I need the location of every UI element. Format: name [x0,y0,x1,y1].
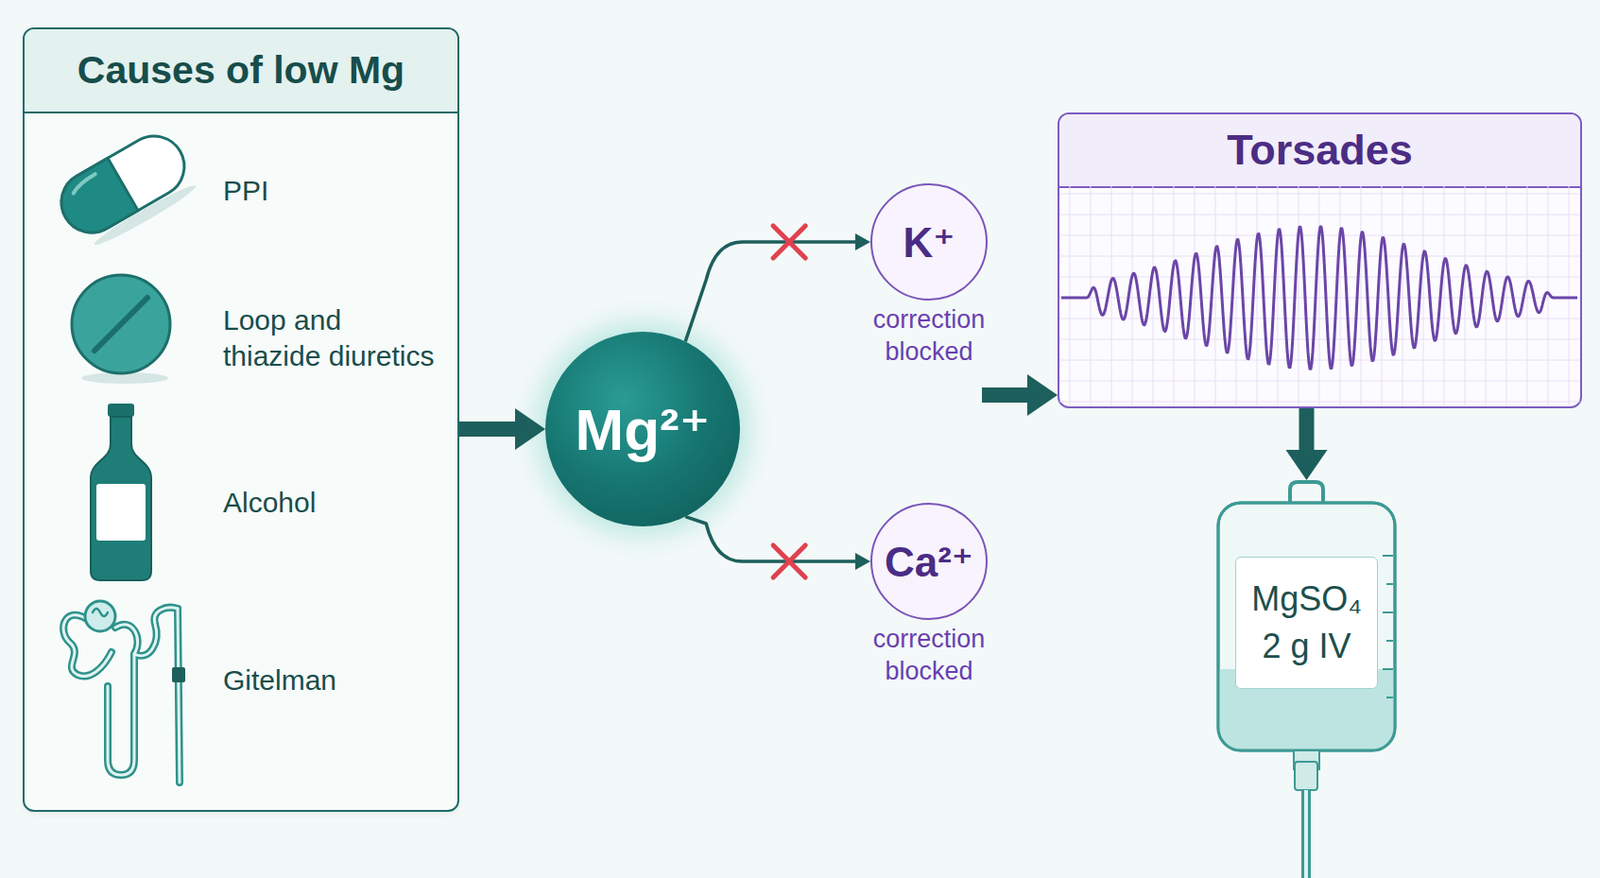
bag-scale-part [1382,668,1394,671]
cross-stroke [773,545,806,578]
cause-label: Alcohol [223,484,431,521]
flow-arrow [459,421,516,437]
cross-stroke [773,225,806,259]
potassium-circle: K⁺correction blocked [870,183,988,301]
blocked-cross [773,225,806,259]
bag-port [1293,750,1320,770]
bag-scale-part [1386,583,1394,585]
status-note: correction blocked [853,623,1005,689]
blocked-cross [773,545,806,578]
bag-scale-part [1386,639,1394,642]
box-header: Torsades [1059,114,1581,189]
cause-label: Loop and thiazide diuretics [223,302,441,374]
bag-outline [1218,502,1395,751]
bag-scale-part [1382,554,1394,557]
iv-bag: MgSO₄ 2 g IV [1214,480,1399,757]
drug-label: MgSO₄ 2 g IV [1236,575,1377,671]
bag-scale [1382,555,1394,698]
bag-hanger [1290,481,1324,505]
cross-stroke [773,225,806,259]
bag-scale-part [1382,611,1394,614]
iv-tube [1294,761,1318,878]
torsades-box: Torsades [1057,112,1583,409]
magnesium-circle: Mg²⁺ [545,331,740,527]
flow-arrow [1299,408,1315,450]
calcium-circle: Ca²⁺correction blocked [870,502,988,620]
ion-symbol: K⁺ [903,218,956,267]
bag-scale-part [1386,696,1394,699]
panel-header: Causes of low Mg [24,29,458,114]
cause-label: PPI [223,172,431,209]
box-title: Torsades [1226,125,1413,175]
ion-symbol: Ca²⁺ [884,537,974,586]
branch-arrow [685,241,856,342]
panel-title: Causes of low Mg [77,48,405,93]
status-note: correction blocked [853,304,1005,369]
cause-label: Gitelman [223,662,431,699]
ion-symbol: Mg²⁺ [575,395,711,465]
iv-tube-part [1301,790,1311,878]
iv-tube-part [1304,790,1308,878]
branch-arrow [685,516,856,562]
flow-arrow [734,387,1029,403]
cross-stroke [773,545,806,578]
bag-label-card: MgSO₄ 2 g IV [1235,556,1378,689]
